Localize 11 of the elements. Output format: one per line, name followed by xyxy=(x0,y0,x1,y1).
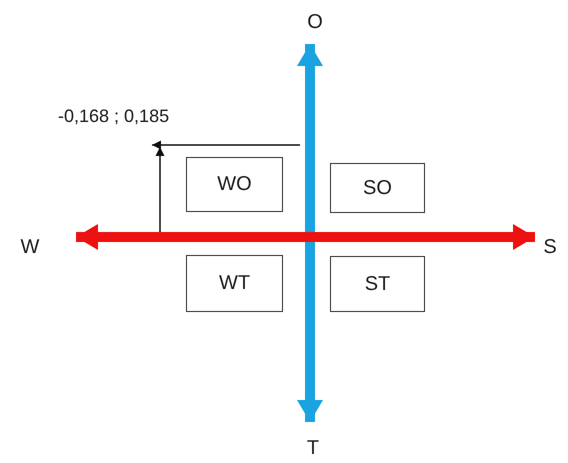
axis-label: O xyxy=(303,8,327,36)
quadrant-box: WO xyxy=(186,157,283,212)
horizontal-axis-arrow xyxy=(76,224,535,250)
axis-label: T xyxy=(301,434,325,462)
vertical-axis-arrow xyxy=(297,44,323,422)
coordinate-label: -0,168 ; 0,185 xyxy=(58,106,170,127)
quadrant-box: WT xyxy=(186,255,283,312)
quadrant-box: ST xyxy=(330,256,425,312)
axis-label: S xyxy=(538,233,562,261)
axis-label: W xyxy=(16,233,44,261)
quadrant-box: SO xyxy=(330,163,425,213)
